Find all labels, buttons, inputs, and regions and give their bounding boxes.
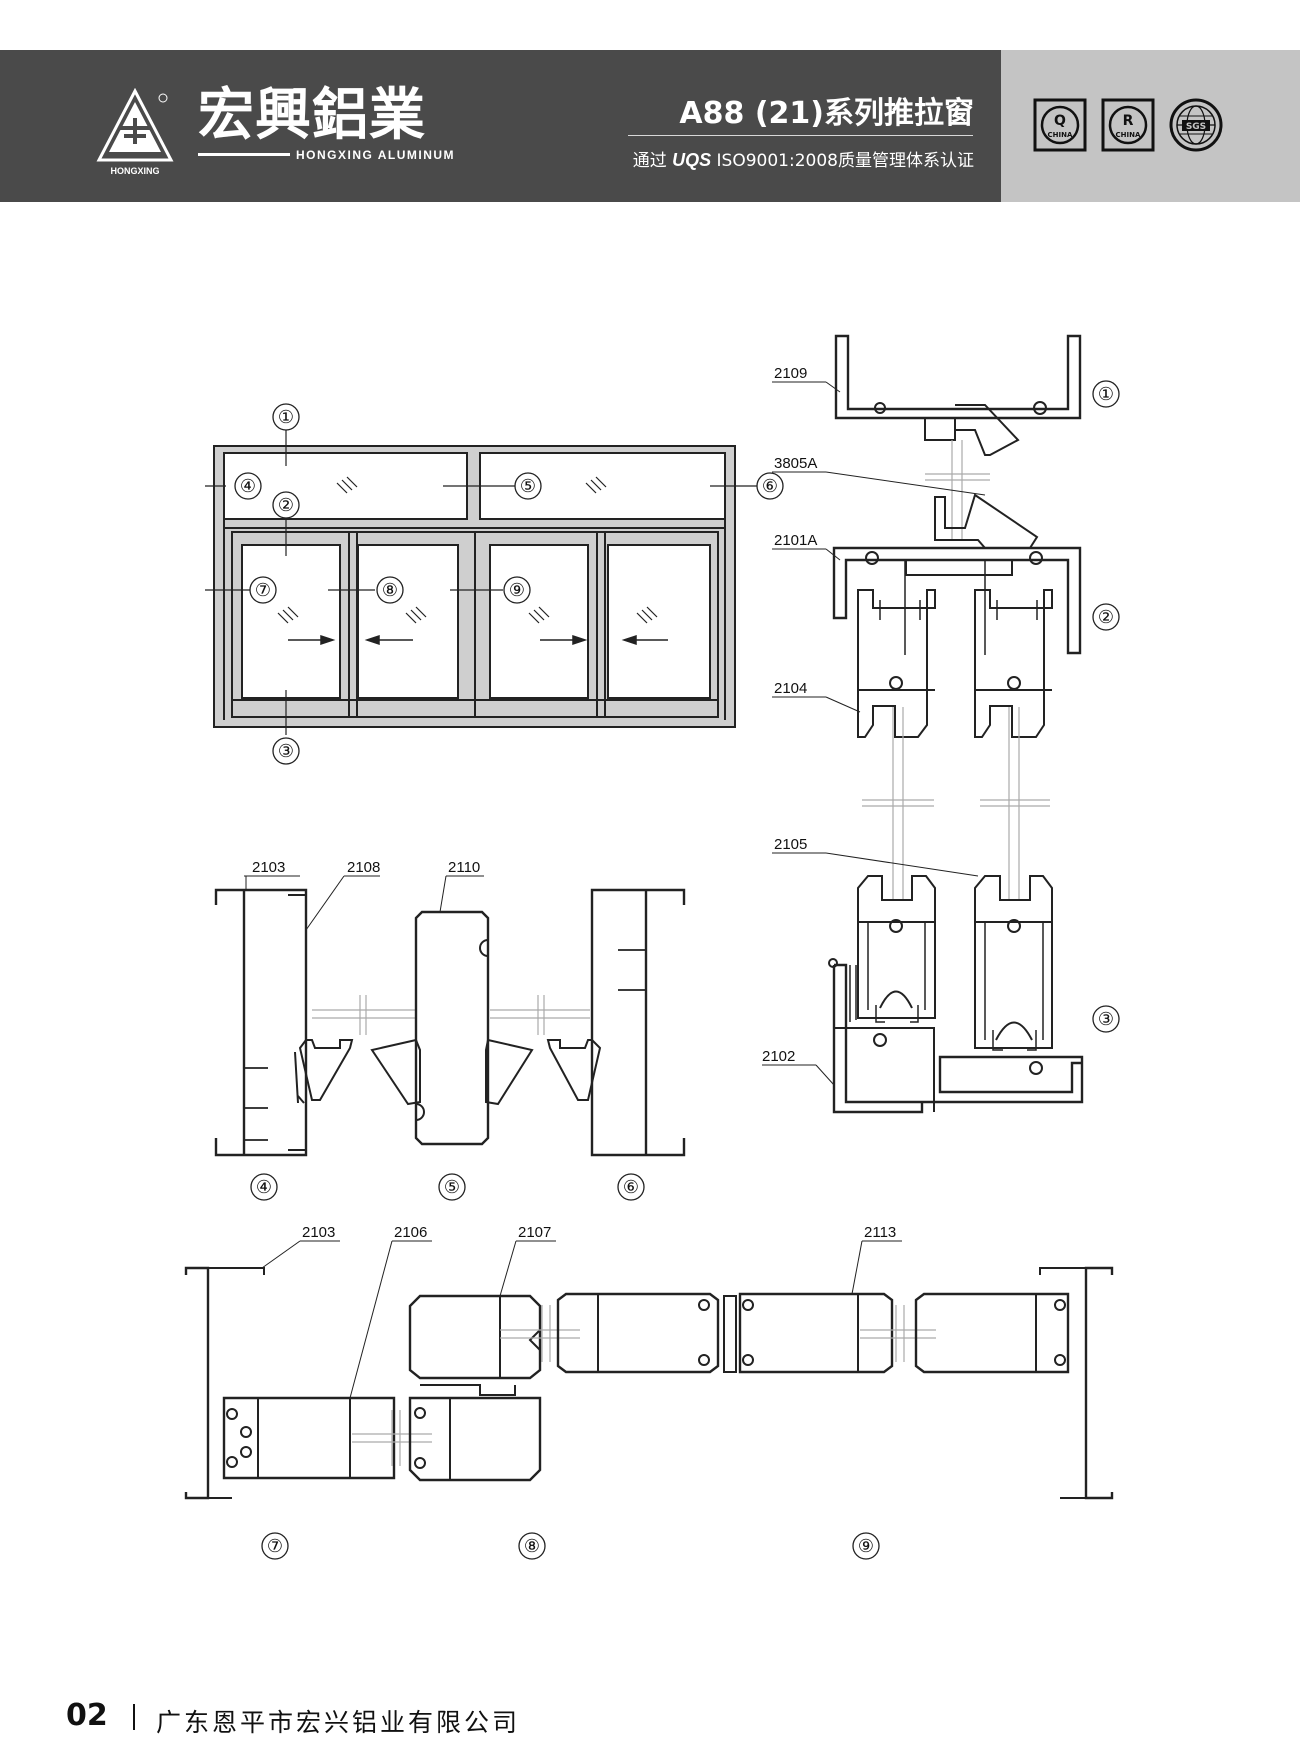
brand-name-cn: 宏興鋁業	[198, 83, 426, 148]
brand-name-en: HONGXING ALUMINUM	[296, 148, 456, 162]
certification-line: 通过 UQS ISO9001:2008质量管理体系认证	[633, 146, 974, 171]
svg-text:R: R	[1123, 113, 1134, 129]
q-china-cert-icon: Q CHINA	[1033, 98, 1087, 152]
part-label-2109: 2109	[774, 365, 807, 382]
part-label-2105: 2105	[774, 836, 807, 853]
marker-9-elevation: ⑨	[509, 580, 525, 600]
marker-1-section: ①	[1098, 384, 1114, 404]
uqs-mark: UQS	[672, 150, 712, 170]
part-label-2103-lower: 2103	[302, 1224, 335, 1241]
hongxing-logo: HONGXING	[96, 87, 174, 176]
logo-caption: HONGXING	[110, 166, 160, 176]
certification-badges: Q CHINA R CHINA SGS	[1001, 50, 1300, 202]
brand-underline	[198, 153, 290, 156]
svg-text:Q: Q	[1054, 113, 1066, 129]
page-header: HONGXING 宏興鋁業 HONGXING ALUMINUM A88 (21)…	[0, 50, 1300, 202]
marker-2-section: ②	[1098, 607, 1114, 627]
section-marker-circles	[234, 380, 1120, 1560]
marker-3-section: ③	[1098, 1009, 1114, 1029]
vertical-section	[828, 334, 1084, 1114]
marker-6-elevation: ⑥	[762, 476, 778, 496]
marker-5-section: ⑤	[444, 1177, 460, 1197]
part-label-2113: 2113	[864, 1224, 896, 1241]
part-label-2106: 2106	[394, 1224, 427, 1241]
part-label-2107: 2107	[518, 1224, 551, 1241]
title-divider	[628, 135, 973, 136]
cert-prefix: 通过	[632, 151, 667, 171]
r-china-cert-icon: R CHINA	[1101, 98, 1155, 152]
marker-8-section: ⑧	[524, 1536, 540, 1556]
sgs-globe-icon: SGS	[1169, 98, 1223, 152]
marker-5-elevation: ⑤	[520, 476, 536, 496]
marker-1-elevation: ①	[278, 407, 294, 427]
svg-text:SGS: SGS	[1186, 122, 1206, 132]
cert-suffix: ISO9001:2008质量管理体系认证	[716, 151, 974, 171]
part-label-2108: 2108	[347, 859, 380, 876]
company-name: 广东恩平市宏兴铝业有限公司	[156, 1708, 521, 1737]
section-7-8-9	[184, 1266, 1114, 1500]
marker-8-elevation: ⑧	[382, 580, 398, 600]
marker-9-section: ⑨	[858, 1536, 874, 1556]
section-4-5-6	[214, 888, 686, 1157]
marker-4-section: ④	[256, 1177, 272, 1197]
marker-6-section: ⑥	[623, 1177, 639, 1197]
part-label-2110: 2110	[448, 859, 480, 876]
page-number: 02	[66, 1698, 108, 1733]
marker-2-elevation: ②	[278, 495, 294, 515]
marker-7-elevation: ⑦	[255, 580, 271, 600]
part-label-2102: 2102	[762, 1048, 795, 1065]
svg-text:CHINA: CHINA	[1116, 131, 1141, 139]
marker-7-section: ⑦	[267, 1536, 283, 1556]
svg-text:CHINA: CHINA	[1048, 131, 1073, 139]
part-label-2101a: 2101A	[774, 532, 817, 549]
series-title: A88 (21)系列推拉窗	[679, 96, 974, 131]
part-label-2103-upper: 2103	[252, 859, 285, 876]
part-label-3805a: 3805A	[774, 455, 817, 472]
window-elevation	[205, 430, 757, 735]
footer-separator	[133, 1704, 135, 1730]
part-label-2104: 2104	[774, 680, 807, 697]
marker-3-elevation: ③	[278, 741, 294, 761]
marker-4-elevation: ④	[240, 476, 256, 496]
callout-leaders	[244, 381, 986, 1399]
